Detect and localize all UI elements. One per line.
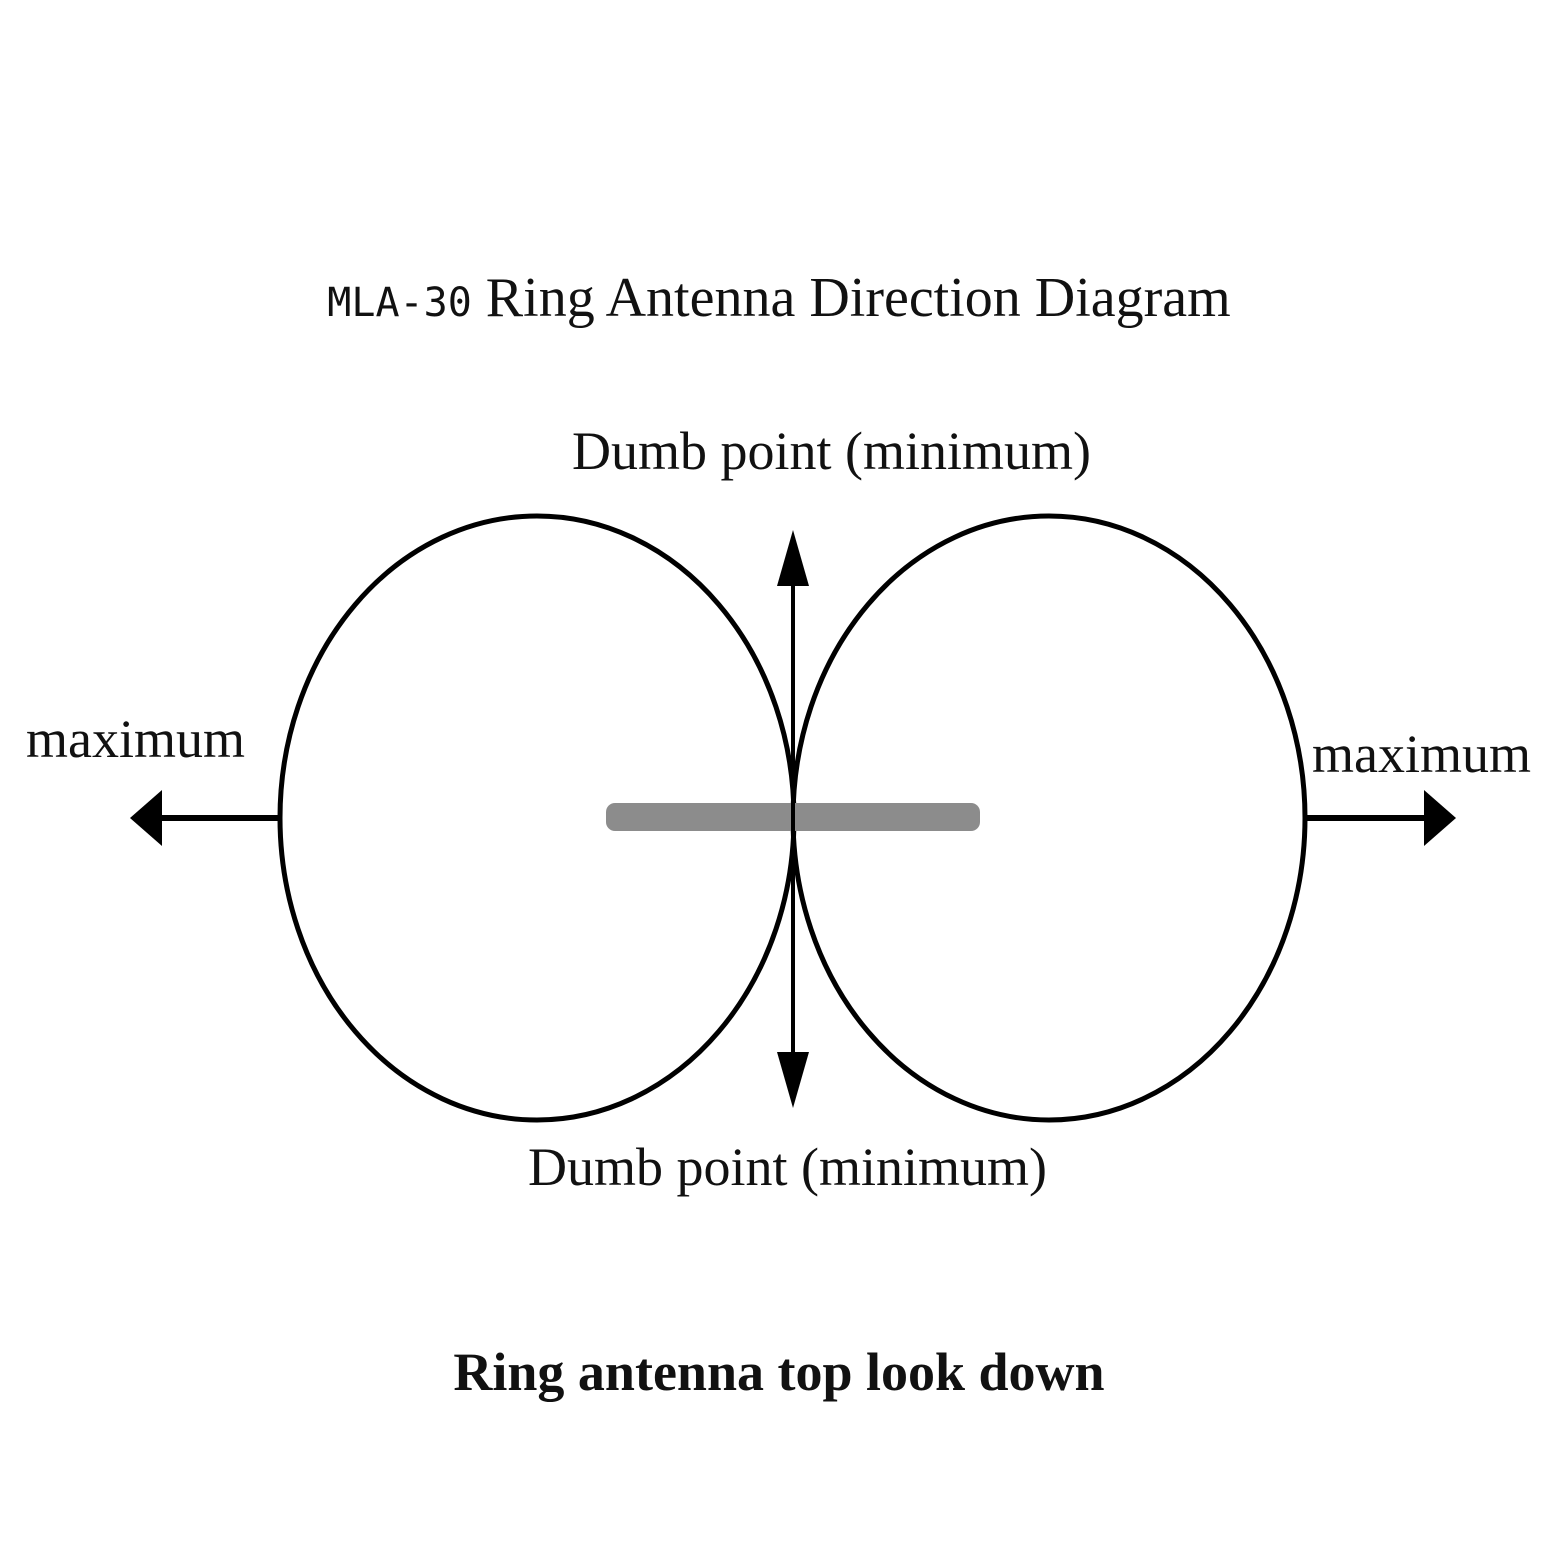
title-text: Ring Antenna Direction Diagram xyxy=(472,267,1231,329)
arrow-right-icon xyxy=(1424,790,1456,846)
diagram-title: MLA-30 Ring Antenna Direction Diagram xyxy=(0,270,1558,326)
bottom-null-label: Dumb point (minimum) xyxy=(528,1137,1047,1197)
right-max-label: maximum xyxy=(1312,724,1531,784)
arrow-down-icon xyxy=(777,1052,809,1108)
top-null-label: Dumb point (minimum) xyxy=(572,421,1091,481)
arrow-left-icon xyxy=(130,790,162,846)
title-model: MLA-30 xyxy=(327,280,472,326)
arrow-up-icon xyxy=(777,530,809,586)
diagram-caption: Ring antenna top look down xyxy=(453,1342,1105,1402)
left-max-label: maximum xyxy=(26,709,245,769)
title-text-value: Ring Antenna Direction Diagram xyxy=(485,267,1231,329)
